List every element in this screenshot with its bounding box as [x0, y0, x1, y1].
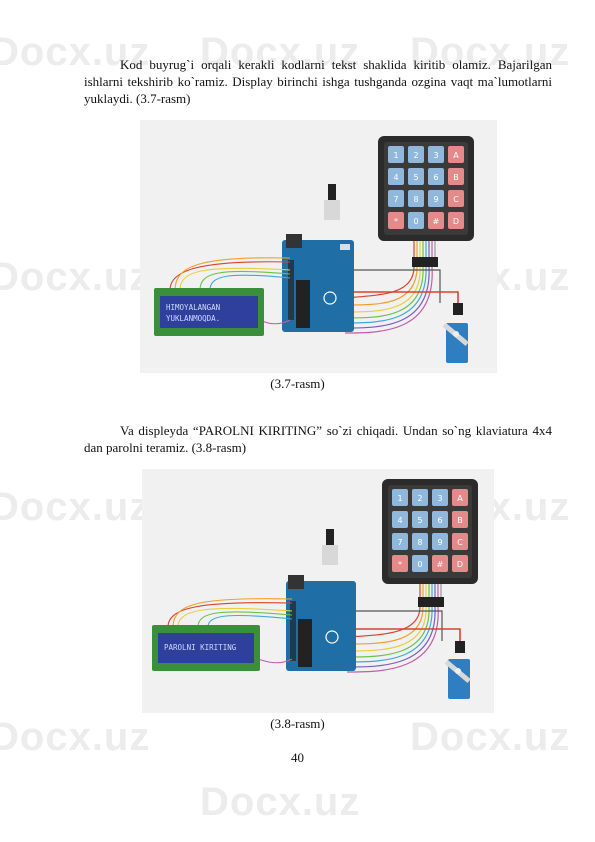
keypad-key[interactable] — [452, 511, 468, 528]
keypad-key-label: 3 — [433, 151, 438, 160]
keypad-key[interactable] — [432, 555, 448, 572]
keypad-key[interactable] — [388, 190, 404, 207]
keypad-key[interactable] — [412, 555, 428, 572]
keypad-key[interactable] — [408, 212, 424, 229]
lcd-line-1: HIMOYALANGAN — [166, 303, 220, 312]
keypad-key-label: 2 — [413, 151, 418, 160]
circuit-diagram: 1 2 3 A 4 5 6 B 7 8 9 C * 0 # D — [154, 136, 474, 363]
keypad-key-label: 0 — [413, 217, 418, 226]
paragraph-1: Kod buyrug`i orqali kerakli kodlarni tek… — [84, 57, 552, 106]
keypad-key-label: * — [398, 560, 402, 569]
keypad-key-label: 1 — [393, 151, 398, 160]
keypad-key[interactable] — [448, 146, 464, 163]
keypad: 1 2 3 A 4 5 6 B 7 8 9 C * 0 # D — [382, 479, 478, 607]
keypad-key[interactable] — [452, 555, 468, 572]
circuit-diagram: 1 2 3 A 4 5 6 B 7 8 9 C * 0 # D — [152, 479, 478, 699]
keypad-key[interactable] — [448, 212, 464, 229]
lcd-line-1: PAROLNI KIRITING — [164, 643, 237, 652]
keypad-key[interactable] — [448, 190, 464, 207]
keypad-key-label: 6 — [437, 516, 442, 525]
watermark: Docx.uz — [0, 485, 151, 529]
keypad-key[interactable] — [432, 533, 448, 550]
keypad-key[interactable] — [392, 511, 408, 528]
keypad-key-label: C — [457, 538, 463, 547]
keypad-key-label: 6 — [433, 173, 438, 182]
keypad-key-label: A — [453, 151, 459, 160]
lcd-line-2: YUKLANMOQDA. — [166, 314, 220, 323]
keypad-key[interactable] — [412, 511, 428, 528]
keypad-key[interactable] — [412, 489, 428, 506]
arduino-board — [282, 184, 354, 332]
keypad: 1 2 3 A 4 5 6 B 7 8 9 C * 0 # D — [378, 136, 474, 267]
keypad-key-label: 5 — [413, 173, 418, 182]
figure-caption: (3.8-rasm) — [270, 716, 325, 731]
keypad-key-label: 7 — [397, 538, 402, 547]
keypad-key[interactable] — [388, 146, 404, 163]
keypad-key[interactable] — [388, 168, 404, 185]
keypad-key-label: 9 — [437, 538, 442, 547]
keypad-key[interactable] — [428, 212, 444, 229]
keypad-key-label: # — [433, 217, 440, 226]
keypad-key[interactable] — [408, 168, 424, 185]
keypad-key[interactable] — [432, 511, 448, 528]
keypad-key[interactable] — [388, 212, 404, 229]
keypad-key-label: D — [453, 217, 459, 226]
keypad-key[interactable] — [452, 533, 468, 550]
keypad-key[interactable] — [408, 146, 424, 163]
figure-caption: (3.7-rasm) — [270, 376, 325, 391]
keypad-key-label: B — [457, 516, 463, 525]
keypad-key-label: 2 — [417, 494, 422, 503]
keypad-key-label: 1 — [397, 494, 402, 503]
keypad-key[interactable] — [412, 533, 428, 550]
keypad-key-label: * — [394, 217, 398, 226]
keypad-key[interactable] — [408, 190, 424, 207]
keypad-key[interactable] — [392, 489, 408, 506]
keypad-key-label: 0 — [417, 560, 422, 569]
keypad-key-label: 9 — [433, 195, 438, 204]
page-number: 40 — [291, 750, 304, 765]
keypad-keys: 1 2 3 A 4 5 6 B 7 8 9 C * 0 # D — [388, 146, 464, 229]
keypad-key-label: 8 — [417, 538, 422, 547]
keypad-key[interactable] — [452, 489, 468, 506]
keypad-key-label: 4 — [397, 516, 402, 525]
keypad-key[interactable] — [392, 533, 408, 550]
keypad-key[interactable] — [428, 190, 444, 207]
keypad-key-label: D — [457, 560, 463, 569]
watermark: Docx.uz — [0, 255, 151, 299]
keypad-key-label: A — [457, 494, 463, 503]
keypad-key-label: C — [453, 195, 459, 204]
keypad-key[interactable] — [432, 489, 448, 506]
keypad-key-label: 5 — [417, 516, 422, 525]
figure-3-8: 1 2 3 A 4 5 6 B 7 8 9 C * 0 # D — [142, 469, 494, 713]
keypad-key[interactable] — [428, 168, 444, 185]
paragraph-2: Va displeyda “PAROLNI KIRITING” so`zi ch… — [84, 423, 552, 455]
keypad-key[interactable] — [448, 168, 464, 185]
lcd-display: HIMOYALANGAN YUKLANMOQDA. — [154, 288, 264, 336]
keypad-key-label: B — [453, 173, 459, 182]
keypad-key-label: 3 — [437, 494, 442, 503]
keypad-key[interactable] — [392, 555, 408, 572]
keypad-key-label: 4 — [393, 173, 398, 182]
keypad-key-label: 8 — [413, 195, 418, 204]
keypad-key[interactable] — [428, 146, 444, 163]
figure-3-7: 1 2 3 A 4 5 6 B 7 8 9 C * 0 # D — [140, 120, 497, 373]
keypad-key-label: 7 — [393, 195, 398, 204]
keypad-key-label: # — [437, 560, 444, 569]
lcd-display: PAROLNI KIRITING — [152, 625, 260, 671]
keypad-keys: 1 2 3 A 4 5 6 B 7 8 9 C * 0 # D — [392, 489, 468, 572]
servo-motor — [444, 641, 471, 699]
watermark: Docx.uz — [200, 780, 361, 824]
servo-motor — [442, 303, 469, 363]
arduino-board — [286, 529, 356, 671]
